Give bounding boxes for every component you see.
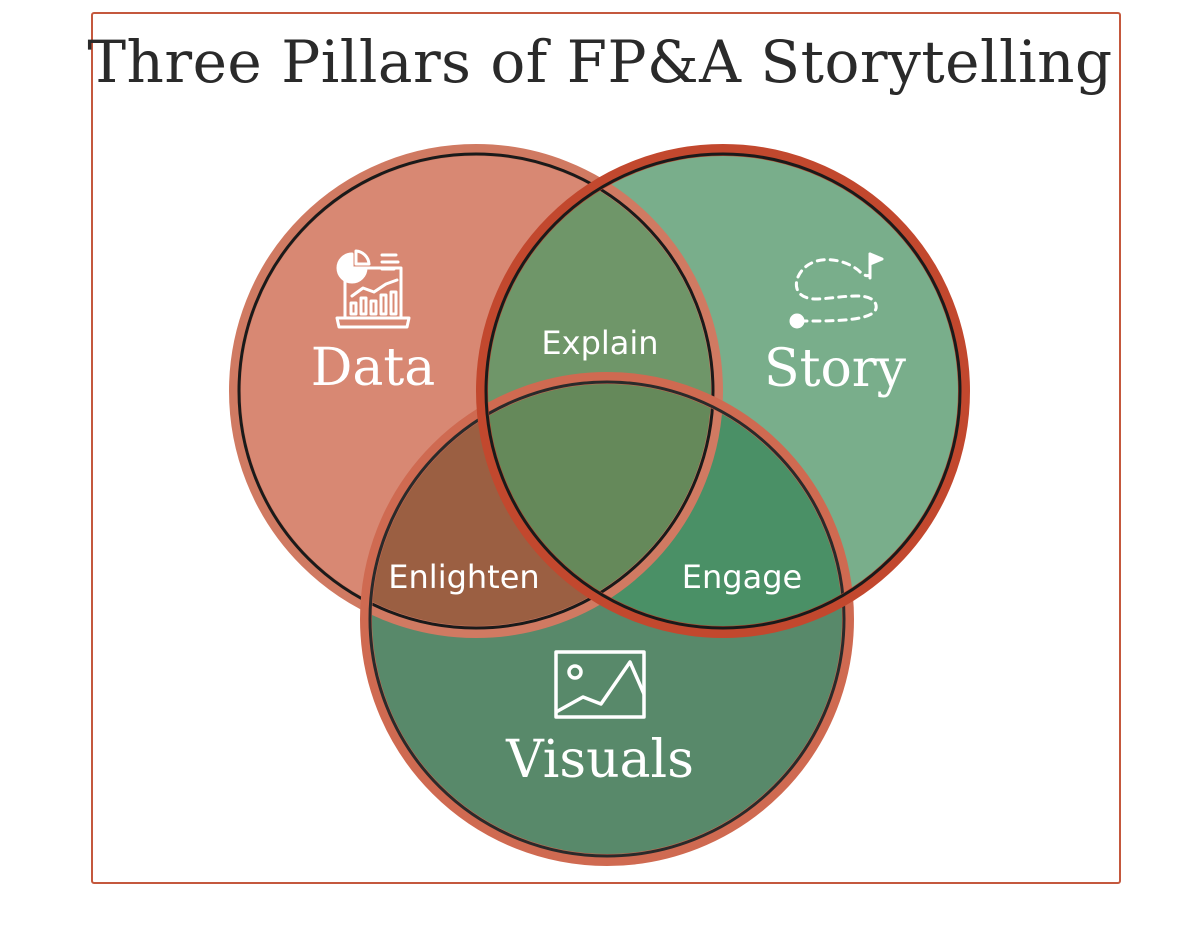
- data-analytics-icon: [335, 249, 411, 329]
- visuals-label: Visuals: [505, 730, 694, 790]
- story-circle-outline: [476, 144, 970, 638]
- data-circle-outline: [229, 144, 723, 638]
- story-label: Story: [764, 339, 907, 399]
- data-label: Data: [311, 338, 436, 398]
- enlighten-label: Enlighten: [388, 558, 539, 596]
- explain-label: Explain: [541, 324, 658, 362]
- story-circle-inner-line: [484, 152, 962, 630]
- page-title: Three Pillars of FP&A Storytelling: [87, 28, 1113, 96]
- data-circle-inner-line: [237, 152, 715, 630]
- image-icon: [554, 650, 646, 719]
- engage-label: Engage: [682, 558, 802, 596]
- visuals-circle-inner-line: [368, 380, 846, 858]
- route-flag-icon: [789, 252, 884, 329]
- visuals-circle-outline: [360, 372, 854, 866]
